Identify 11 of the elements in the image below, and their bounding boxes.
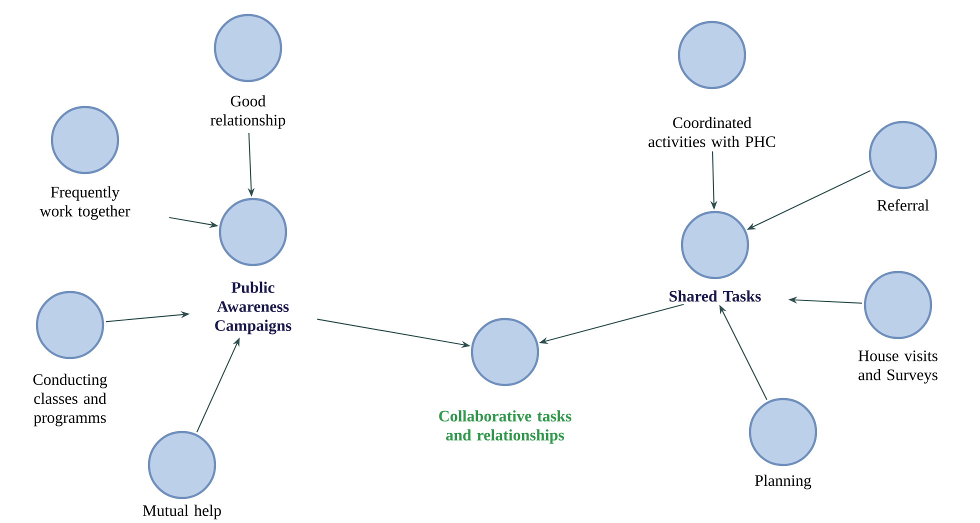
node-label: Referral (877, 199, 929, 211)
node-label: Conducting classes and programms (33, 374, 108, 426)
node-label: Collaborative tasks and relationships (439, 410, 572, 444)
node-label: Shared Tasks (670, 290, 761, 302)
node-label: Planning (755, 474, 812, 490)
node-label: Frequently work together (40, 186, 130, 220)
node-label: Mutual help (142, 504, 221, 520)
node-label: Good relationship (210, 95, 286, 129)
node-label: Public Awareness Campaigns (215, 282, 292, 334)
node-label: Coordinated activities with PHC (648, 116, 776, 148)
node-label: House visits and Surveys (858, 350, 938, 384)
